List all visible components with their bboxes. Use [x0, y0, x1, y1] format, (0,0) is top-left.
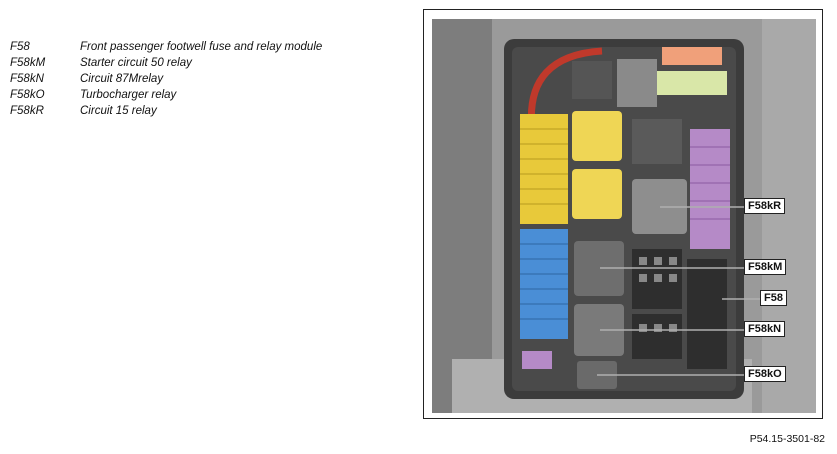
callout-f58kr: F58kR — [744, 198, 786, 214]
legend-code: F58kO — [10, 89, 45, 101]
fuse-green — [657, 71, 727, 95]
legend-description: Front passenger footwell fuse and relay … — [80, 41, 323, 53]
relay-f58km — [574, 241, 624, 296]
legend-code: F58 — [10, 41, 30, 53]
legend-row: F58kO Turbocharger relay — [10, 87, 322, 103]
fuse-strip-yellow — [520, 114, 568, 224]
legend-code: F58kM — [10, 57, 46, 69]
legend-row: F58 Front passenger footwell fuse and re… — [10, 39, 322, 55]
legend-description: Circuit 15 relay — [80, 105, 157, 117]
callout-f58kn: F58kN — [744, 321, 786, 337]
figure-id: P54.15-3501-82 — [749, 433, 825, 445]
relay-f58kr — [632, 179, 687, 234]
relay-yellow — [572, 111, 622, 161]
legend-code: F58kR — [10, 105, 44, 117]
legend-row: F58kM Starter circuit 50 relay — [10, 55, 322, 71]
callout-f58km: F58kM — [744, 259, 787, 275]
fuse-box-photo — [432, 19, 816, 413]
legend-description: Starter circuit 50 relay — [80, 57, 192, 69]
legend-description: Turbocharger relay — [80, 89, 177, 101]
fuse-strip-purple — [690, 129, 730, 249]
relay-yellow — [572, 169, 622, 219]
callout-f58ko: F58kO — [744, 366, 786, 382]
fuse-strip-blue — [520, 229, 568, 339]
fuse-box-illustration — [432, 19, 816, 413]
fuse-box-figure: F58kR F58kM F58 F58kN F58kO — [423, 9, 823, 419]
legend-description: Circuit 87Mrelay — [80, 73, 164, 85]
relay-f58kn — [574, 304, 624, 356]
fuse-orange — [662, 47, 722, 65]
callout-f58: F58 — [760, 290, 787, 306]
legend-code: F58kN — [10, 73, 44, 85]
legend-row: F58kN Circuit 87Mrelay — [10, 71, 322, 87]
legend-row: F58kR Circuit 15 relay — [10, 103, 322, 119]
legend: F58 Front passenger footwell fuse and re… — [10, 39, 322, 119]
